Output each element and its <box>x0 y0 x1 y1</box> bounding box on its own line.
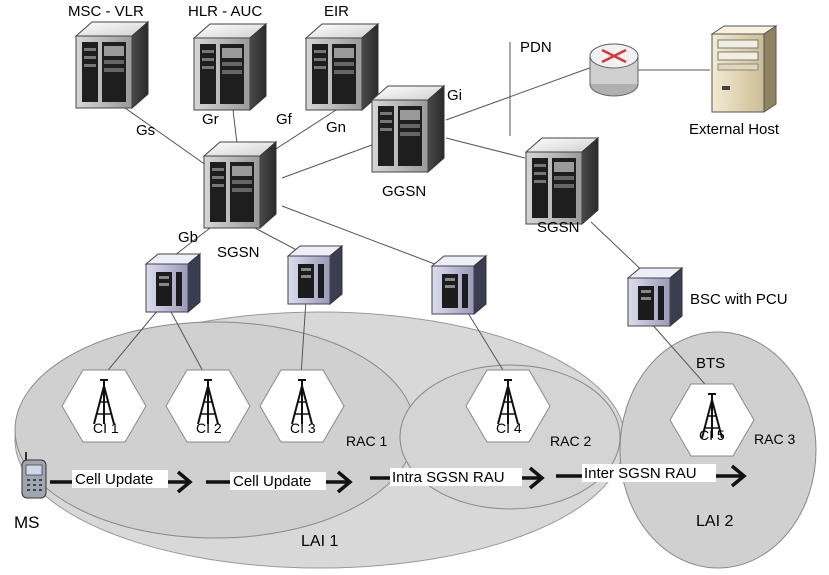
interface-gf-label: Gf <box>276 111 293 128</box>
eir-server-icon <box>305 23 379 111</box>
interface-gb-label: Gb <box>178 229 198 246</box>
interface-gn-label: Gn <box>326 119 346 136</box>
pdn-label: PDN <box>520 39 552 56</box>
ms-label: MS <box>14 513 40 532</box>
sgsn-main-server-icon <box>203 141 277 229</box>
link-bsc1-cell1 <box>103 309 159 376</box>
ggsn-label: GGSN <box>382 183 426 200</box>
hlr-auc-label: HLR - AUC <box>188 3 262 20</box>
external-host-label: External Host <box>689 121 780 138</box>
rac-2-label: RAC 2 <box>550 433 591 449</box>
bsc-3-icon <box>431 255 487 315</box>
arrow-head-2 <box>336 470 353 494</box>
bsc-pcu-label: BSC with PCU <box>690 291 788 308</box>
link-bsc-cell5 <box>649 321 713 393</box>
link-bsc2-cell3 <box>300 299 307 376</box>
bsc-2-icon <box>287 245 343 305</box>
hlr-auc-server-icon <box>193 23 267 111</box>
update-cell-1-label: Cell Update <box>75 471 153 488</box>
lai-1-label: LAI 1 <box>301 533 338 550</box>
arrow-head-3 <box>528 466 545 490</box>
update-cell-2-label: Cell Update <box>233 473 311 490</box>
interface-gi-label: Gi <box>447 87 462 104</box>
cell-1-label: CI 1 <box>93 420 119 436</box>
link-ggsn-router <box>445 65 596 121</box>
sgsn-second-server-icon <box>525 137 599 225</box>
bsc-pcu-icon <box>627 267 683 327</box>
interface-gs-label: Gs <box>136 122 155 139</box>
rac-3-label: RAC 3 <box>754 431 795 447</box>
label-bg-4 <box>582 464 716 482</box>
sgsn-main-label: SGSN <box>217 244 260 261</box>
cell-3-label: CI 3 <box>290 420 316 436</box>
cell-4-label: CI 4 <box>496 420 522 436</box>
link-bsc1-cell2 <box>169 309 206 376</box>
mobile-phone-icon <box>21 452 47 499</box>
interface-gr-label: Gr <box>202 111 219 128</box>
update-inter-rau-label: Inter SGSN RAU <box>584 465 697 482</box>
update-intra-rau-label: Intra SGSN RAU <box>392 469 505 486</box>
cell-2-label: CI 2 <box>196 420 222 436</box>
router-icon <box>589 43 639 97</box>
link-sgsn-bsc3 <box>281 205 441 267</box>
msc-vlr-server-icon <box>75 21 149 109</box>
sgsn-second-label: SGSN <box>537 219 580 236</box>
msc-vlr-label: MSC - VLR <box>68 3 144 20</box>
link-ggsn-sgsn2 <box>445 137 526 159</box>
arrow-head-1 <box>176 470 193 494</box>
link-sgsn-ggsn <box>281 141 381 179</box>
cell-5-label: CI 5 <box>699 427 725 443</box>
eir-label: EIR <box>324 3 349 20</box>
rac-1-label: RAC 1 <box>346 433 387 449</box>
lai-2-label: LAI 2 <box>696 513 733 530</box>
bts-label: BTS <box>696 355 725 372</box>
label-bg-3 <box>390 468 522 486</box>
external-host-icon <box>710 25 778 113</box>
link-msc-sgsn <box>117 102 214 171</box>
label-bg-2 <box>230 472 326 490</box>
ggsn-server-icon <box>371 85 445 173</box>
label-bg-1 <box>72 470 168 488</box>
arrow-head-4 <box>730 464 747 488</box>
bsc-1-icon <box>145 253 201 313</box>
